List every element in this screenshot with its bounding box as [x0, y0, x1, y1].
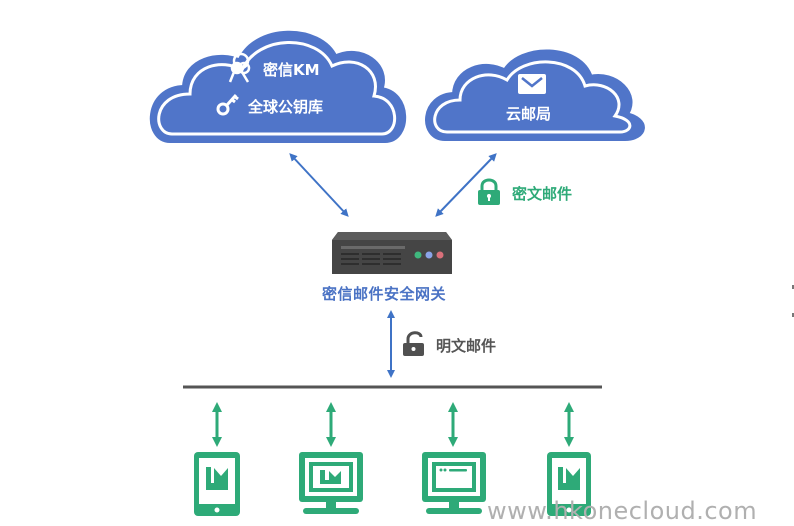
cloud-km — [149, 30, 407, 143]
monitor-mail-icon — [299, 452, 363, 514]
monitor-browser-icon — [422, 452, 486, 514]
lock-open-icon — [403, 331, 424, 356]
keys-icon — [228, 52, 251, 83]
edge-artifact — [792, 285, 794, 289]
gateway-server-icon — [332, 232, 452, 274]
cloud-post — [425, 49, 645, 141]
gateway-label: 密信邮件安全网关 — [322, 285, 447, 303]
cloud-km-subtitle: 全球公钥库 — [248, 98, 324, 116]
status-light-red — [436, 251, 444, 259]
phone-icon — [547, 452, 591, 516]
encrypted-mail-label: 密文邮件 — [512, 185, 573, 203]
envelope-icon — [518, 74, 546, 94]
status-light-green — [414, 251, 422, 259]
arrow-km-gateway — [289, 153, 349, 217]
key-icon — [216, 93, 239, 116]
cloud-km-title: 密信KM — [263, 61, 320, 79]
cloud-post-title: 云邮局 — [506, 105, 552, 123]
tablet-icon — [194, 452, 240, 516]
lock-closed-icon — [478, 178, 500, 205]
watermark: www.hkonecloud.com — [487, 497, 758, 525]
edge-artifact — [792, 313, 794, 317]
arrow-post-gateway — [435, 153, 497, 217]
plain-mail-label: 明文邮件 — [436, 337, 497, 355]
status-light-blue — [425, 251, 433, 259]
